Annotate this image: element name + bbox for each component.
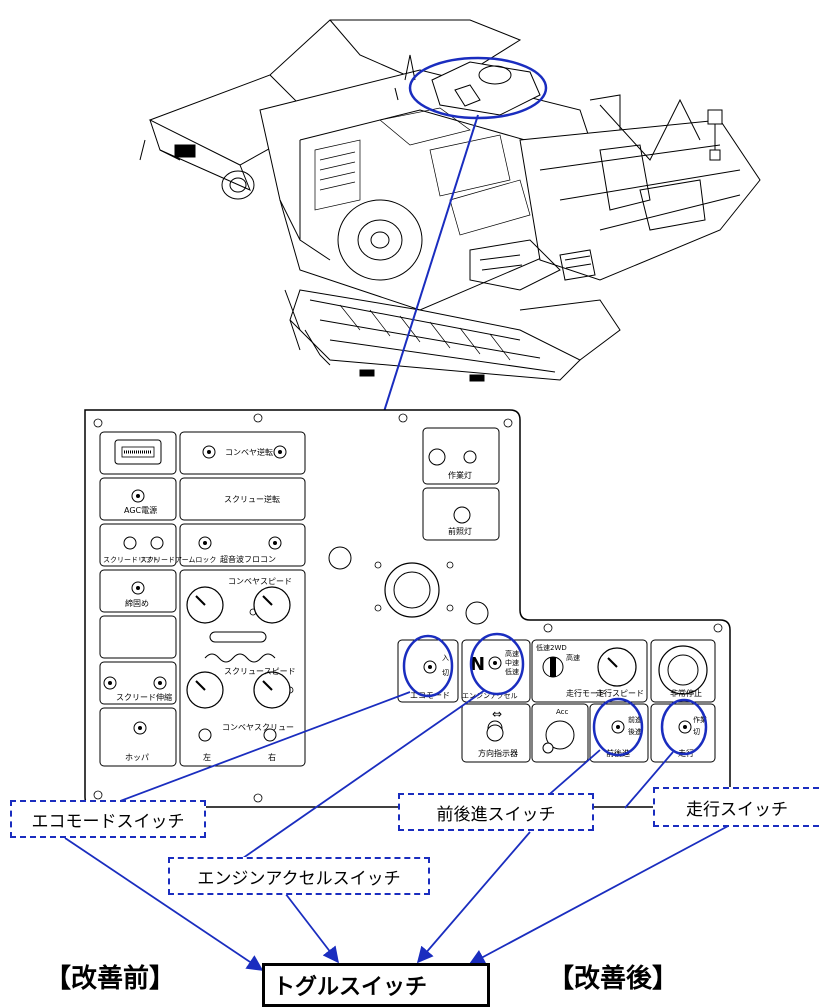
label-front-light: 前照灯: [448, 526, 472, 536]
label-travel-speed: 走行スピード: [596, 688, 644, 698]
svg-text:N: N: [470, 654, 485, 675]
label-conveyor-screw: コンベヤスクリュー: [222, 723, 294, 732]
label-right: 右: [268, 752, 276, 762]
label-reverse: 後進: [628, 727, 642, 736]
callout-eco-mode-switch: エコモードスイッチ: [10, 800, 206, 838]
label-high-speed-4wd: 高速: [566, 653, 580, 662]
callout-engine-accel-text: エンジンアクセルスイッチ: [197, 868, 401, 889]
label-emergency-stop: 非常停止: [670, 688, 702, 698]
callout-forward-reverse-switch: 前後進スイッチ: [398, 793, 594, 831]
label-travel-off: 切: [693, 728, 700, 736]
eco-mode-highlight: [402, 634, 454, 698]
label-eco-on: 入: [442, 654, 449, 662]
callout-eco-mode-text: エコモードスイッチ: [31, 811, 185, 832]
label-accel-low: 低速: [505, 667, 519, 676]
label-screed-arm-lock: スクリードアームロック: [140, 556, 216, 564]
label-conveyor-reverse: コンベヤ逆転: [225, 447, 273, 457]
label-screed-lift: スクリードリフト: [103, 556, 159, 564]
label-travel-mode: 走行モード: [566, 688, 606, 698]
label-work-light: 作業灯: [448, 470, 472, 480]
label-direction-indicator: 方向指示器: [478, 748, 518, 758]
engine-to-toggle-arrow: [284, 892, 339, 964]
toggle-switch-text: トグルスイッチ: [273, 975, 428, 1000]
asphalt-finisher-illustration: [139, 19, 761, 382]
after-label: 【改善後】: [548, 964, 679, 994]
eco-leader-line: [74, 691, 411, 819]
label-hopper: ホッパ: [125, 753, 149, 762]
label-forward: 前進: [628, 715, 642, 724]
label-accel-high: 高速: [505, 649, 519, 658]
label-compaction: 締固め: [125, 598, 149, 608]
callout-travel-switch: 走行スイッチ: [653, 787, 819, 827]
label-travel-work: 作業: [693, 715, 707, 724]
callout-forward-reverse-text: 前後進スイッチ: [436, 804, 556, 825]
label-conveyor-speed: コンベヤスピード: [228, 577, 292, 586]
label-acc: Acc: [556, 708, 569, 716]
svg-text:⇔: ⇔: [492, 707, 502, 721]
before-label: 【改善前】: [45, 964, 176, 994]
label-engine-accel-panel: エンジンアクセル: [462, 692, 518, 700]
travel-to-toggle-arrow: [468, 824, 731, 965]
toggle-switch-box: トグルスイッチ: [262, 963, 490, 1007]
engine-accel-highlight: [469, 632, 525, 696]
label-screw-reverse: スクリュー逆転: [224, 494, 280, 504]
label-left: 左: [203, 752, 211, 762]
control-panel: N ⇔ コンベヤ逆転 スクリュー逆転 AGC電源 スクリードリフト スクリードア…: [84, 409, 731, 808]
label-ultrasonic-flocon: 超音波フロコン: [220, 554, 276, 564]
console-to-panel-arrow: [371, 114, 479, 442]
label-agc-power: AGC電源: [124, 506, 157, 515]
callout-engine-accel-switch: エンジンアクセルスイッチ: [168, 857, 430, 895]
label-screed-extend: スクリード伸縮: [116, 692, 172, 702]
engine-accel-leader-line: [219, 689, 486, 875]
label-accel-mid: 中速: [505, 658, 519, 667]
callout-travel-text: 走行スイッチ: [686, 799, 788, 820]
travel-leader-line: [624, 751, 674, 809]
label-forward-reverse-panel: 前後進: [606, 748, 630, 758]
label-eco-off: 切: [442, 669, 449, 677]
forward-reverse-highlight: [592, 697, 644, 757]
label-screw-speed: スクリュースピード: [224, 667, 296, 676]
eco-to-toggle-arrow: [64, 837, 264, 971]
label-low-speed-2wd: 低速2WD: [536, 643, 567, 652]
travel-highlight: [660, 698, 708, 756]
fr-to-toggle-arrow: [416, 831, 531, 964]
